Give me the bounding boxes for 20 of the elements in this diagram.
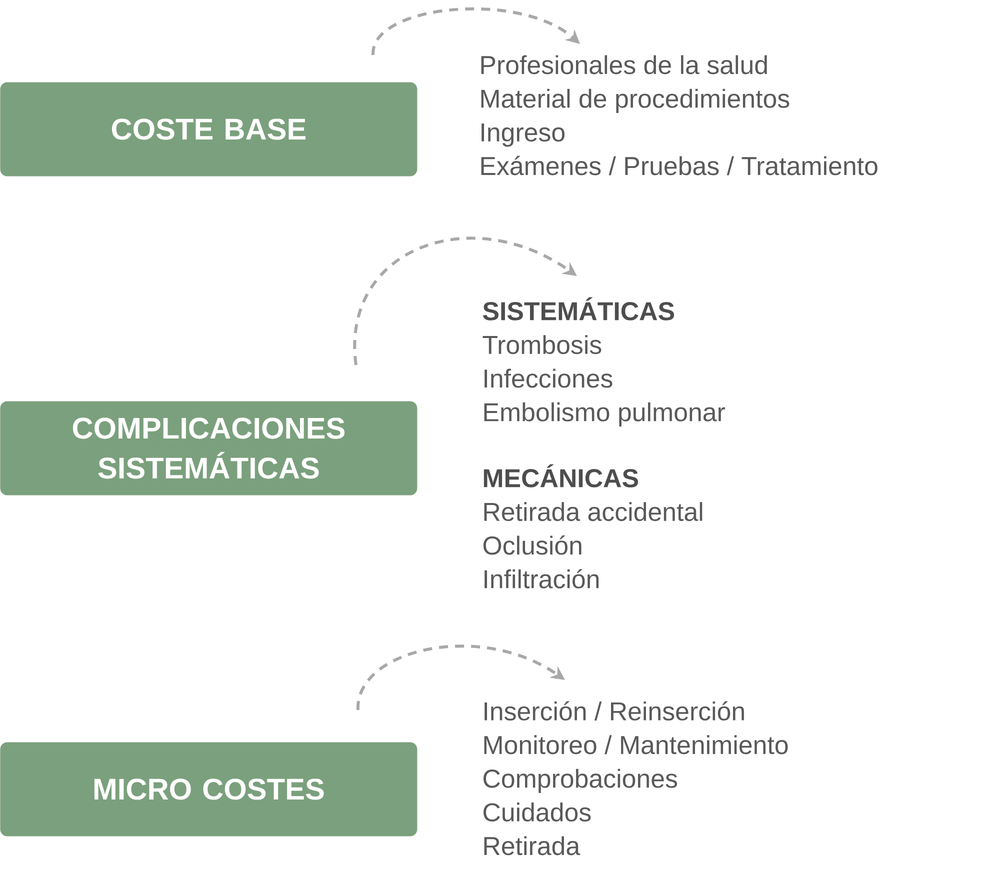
category-box: COMPLICACIONES SISTEMÁTICAS (0, 401, 418, 496)
list-item: Comprobaciones (484, 768, 678, 793)
list-item: Retirada (484, 836, 580, 856)
list-heading: MECÁNICAS (484, 464, 638, 488)
list-item: Material de procedimientos (481, 88, 790, 114)
list-item: Retirada accidental (484, 502, 702, 522)
category-box: COSTE BASE (0, 82, 418, 176)
list-item: Ingreso (482, 124, 564, 147)
list-item: Cuidados (484, 802, 591, 822)
list-item: Infiltración (484, 569, 599, 588)
list-heading: SISTEMÁTICAS (482, 297, 674, 320)
list-item: Infecciones (484, 368, 612, 388)
list-item: Trombosis (482, 335, 602, 354)
category-box: MICRO COSTES (0, 742, 418, 836)
list-item: Profesionales de la salud (481, 55, 767, 74)
list-item: Exámenes / Pruebas / Tratamiento (481, 156, 878, 176)
list-item: Monitoreo / Mantenimiento (484, 735, 788, 754)
list-item: Embolismo pulmonar (484, 402, 725, 427)
list-item: Oclusión (483, 535, 582, 555)
list-item: Inserción / Reinserción (484, 701, 744, 721)
